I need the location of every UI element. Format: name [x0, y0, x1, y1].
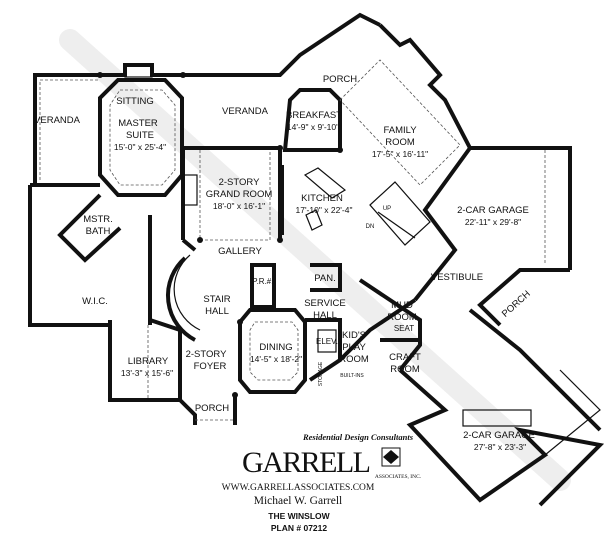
label-porch-front: PORCH — [195, 403, 229, 414]
label-mud-room: MUD — [391, 300, 413, 311]
plan-number: PLAN # 07212 — [271, 523, 327, 533]
label-pantry: PAN. — [314, 273, 335, 284]
label-stair-dn: DN — [366, 224, 375, 230]
label-family-room-2: ROOM — [385, 137, 415, 148]
label-service-hall: SERVICE — [304, 298, 346, 309]
label-sitting: SITTING — [116, 96, 153, 107]
label-craft-room-2: ROOM — [390, 364, 420, 375]
walls — [28, 12, 605, 507]
label-master-bath: MSTR. — [83, 214, 113, 225]
dim-library: 13'-3" x 15'-6" — [121, 368, 173, 378]
label-stair-up: UP — [383, 206, 391, 212]
label-elevator: ELEV. — [316, 337, 338, 346]
plan-name: THE WINSLOW — [268, 511, 330, 521]
designer-name: Michael W. Garrell — [254, 495, 342, 507]
label-built-ins: BUILT-INS — [340, 373, 364, 379]
label-stair-hall: STAIR — [203, 294, 230, 305]
label-gallery: GALLERY — [218, 246, 262, 257]
label-mud-room-2: ROOM — [387, 312, 417, 323]
label-porch-top: PORCH — [323, 74, 357, 85]
dim-garage-2: 27'-8" x 23'-3" — [474, 442, 526, 452]
label-grand-room: 2-STORY — [219, 177, 260, 188]
label-storage: STORAGE — [318, 361, 324, 386]
label-porch-garage: PORCH — [500, 288, 533, 319]
label-stair-hall-2: HALL — [205, 306, 229, 317]
dim-breakfast: 14'-9" x 9'-10" — [287, 122, 339, 132]
label-library: LIBRARY — [128, 356, 169, 367]
label-master-suite-2: SUITE — [126, 130, 154, 141]
dim-grand-room: 18'-0" x 16'-1" — [213, 201, 265, 211]
label-craft-room: CRAFT — [389, 352, 421, 363]
label-garage-1: 2-CAR GARAGE — [457, 205, 529, 216]
label-wic: W.I.C. — [82, 296, 108, 307]
label-kids-play-room-3: ROOM — [339, 354, 369, 365]
label-veranda-left: VERANDA — [34, 115, 81, 126]
tagline: Residential Design Consultants — [302, 432, 414, 442]
associates-inc: ASSOCIATES, INC. — [375, 474, 422, 480]
stair-main — [369, 181, 431, 246]
label-seat: SEAT — [394, 324, 414, 333]
label-master-suite: MASTER — [118, 118, 158, 129]
label-grand-room-2: GRAND ROOM — [206, 189, 273, 200]
label-vestibule: VESTIBULE — [431, 272, 483, 283]
label-foyer: 2-STORY — [186, 349, 227, 360]
label-dining: DINING — [259, 342, 292, 353]
label-kids-play-room: KID'S — [342, 330, 366, 341]
label-kids-play-room-2: PLAY — [342, 342, 366, 353]
dim-master-suite: 15'-0" x 25'-4" — [114, 142, 166, 152]
label-breakfast: BREAKFAST — [286, 110, 342, 121]
title-block: Residential Design Consultants GARRELL A… — [222, 432, 422, 533]
dim-family-room: 17'-5" x 16'-11" — [372, 149, 428, 159]
garrell-logo: GARRELL — [242, 446, 372, 479]
label-master-bath-2: BATH — [86, 226, 111, 237]
label-kitchen: KITCHEN — [301, 193, 343, 204]
label-powder-room: P.R.#1 — [252, 277, 276, 286]
dim-garage-1: 22'-11" x 29'-8" — [465, 217, 521, 227]
label-garage-2: 2-CAR GARAGE — [463, 430, 535, 441]
label-service-hall-2: HALL — [313, 310, 337, 321]
dim-kitchen: 17'-10" x 22'-4" — [295, 205, 352, 215]
label-foyer-2: FOYER — [194, 361, 227, 372]
dim-dining: 14'-5" x 18'-2" — [250, 354, 302, 364]
website: WWW.GARRELLASSOCIATES.COM — [222, 483, 375, 493]
watermark — [59, 29, 571, 491]
label-family-room: FAMILY — [383, 125, 417, 136]
logo-diamond — [381, 447, 401, 467]
label-veranda-center: VERANDA — [222, 106, 269, 117]
